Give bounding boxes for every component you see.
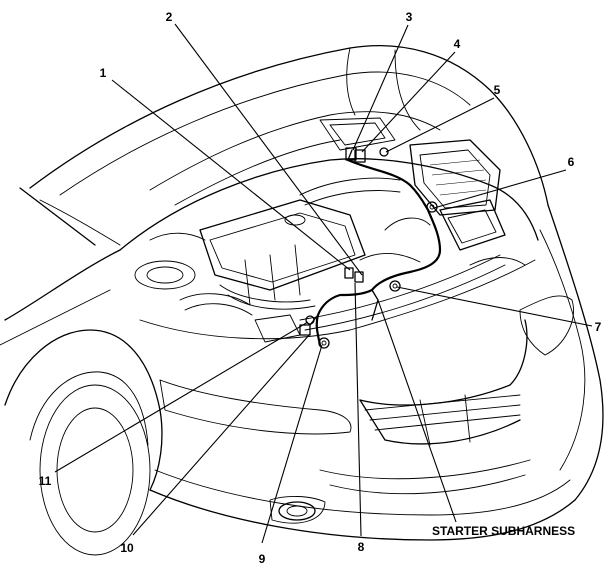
callout-11: 11 [39, 474, 52, 488]
callout-9: 9 [259, 552, 266, 566]
callout-4: 4 [454, 37, 461, 51]
starter-subharness-wire [309, 149, 442, 347]
callout-1: 1 [100, 66, 107, 80]
callout-5: 5 [494, 83, 501, 97]
engine-bay [119, 117, 539, 343]
car-body [0, 45, 604, 556]
callout-8: 8 [358, 540, 365, 554]
callout-3: 3 [406, 10, 413, 24]
connectors [299, 147, 438, 349]
callout-7: 7 [595, 320, 602, 334]
callout-6: 6 [568, 155, 575, 169]
leader-lines [54, 23, 593, 544]
callout-labels: 1 2 3 4 5 6 7 8 9 10 11 STARTER SUBHARNE… [39, 10, 602, 566]
callout-10: 10 [120, 541, 134, 555]
starter-subharness-label: STARTER SUBHARNESS [432, 524, 575, 538]
callout-2: 2 [166, 10, 173, 24]
